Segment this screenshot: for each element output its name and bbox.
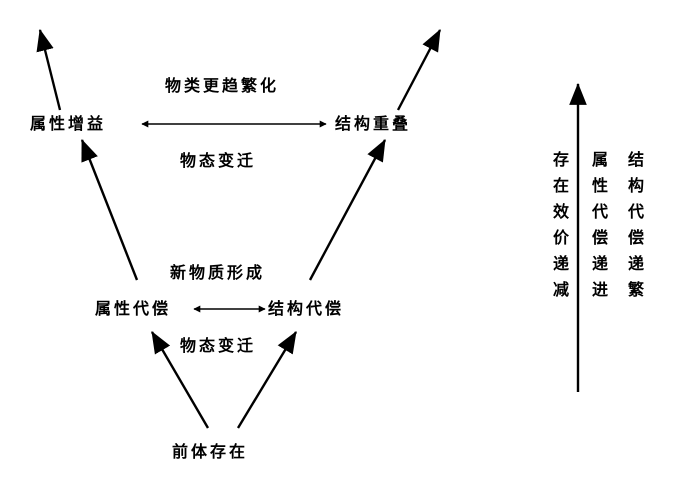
side-col1-char: 递 bbox=[552, 254, 569, 273]
label-top-mid-below: 物态变迁 bbox=[180, 151, 257, 170]
node-mid-right: 结构代偿 bbox=[268, 299, 345, 318]
label-top-mid-above: 物类更趋繁化 bbox=[165, 76, 280, 95]
side-col3-char: 代 bbox=[627, 202, 644, 221]
side-column-3: 结 构 代 偿 递 繁 bbox=[626, 150, 646, 300]
side-col3-char: 繁 bbox=[627, 280, 644, 299]
side-col3-char: 偿 bbox=[627, 228, 644, 247]
side-col2-char: 递 bbox=[591, 254, 608, 273]
side-col1-char: 存 bbox=[552, 150, 569, 169]
arrow-mid-left-to-top-left bbox=[80, 138, 139, 281]
arrow-bottom-to-mid-left bbox=[150, 331, 210, 429]
side-col2-char: 偿 bbox=[591, 228, 608, 247]
side-col2-char: 代 bbox=[591, 202, 608, 221]
side-col1-char: 价 bbox=[552, 228, 569, 247]
side-col3-char: 递 bbox=[627, 254, 644, 273]
label-mid-below: 物态变迁 bbox=[180, 336, 257, 355]
arrow-bottom-to-mid-right bbox=[236, 331, 298, 429]
side-col3-char: 结 bbox=[627, 150, 644, 169]
arrow-mid-right-to-top-right bbox=[308, 139, 387, 281]
side-col3-char: 构 bbox=[627, 176, 644, 195]
side-col2-char: 性 bbox=[591, 176, 608, 195]
side-column-2: 属 性 代 偿 递 进 bbox=[590, 150, 610, 300]
side-col1-char: 效 bbox=[552, 202, 569, 221]
side-col2-char: 属 bbox=[591, 150, 608, 169]
side-col2-char: 进 bbox=[591, 280, 608, 299]
side-col1-char: 减 bbox=[552, 280, 569, 299]
arrow-top-left-up bbox=[36, 28, 62, 111]
node-top-left: 属性增益 bbox=[30, 114, 107, 133]
label-mid-above: 新物质形成 bbox=[170, 263, 266, 282]
node-mid-left: 属性代偿 bbox=[95, 299, 172, 318]
arrow-top-right-up bbox=[396, 29, 442, 111]
node-bottom: 前体存在 bbox=[172, 442, 249, 461]
node-top-right: 结构重叠 bbox=[335, 114, 412, 133]
side-column-1: 存 在 效 价 递 减 bbox=[551, 150, 571, 300]
side-col1-char: 在 bbox=[552, 176, 569, 195]
